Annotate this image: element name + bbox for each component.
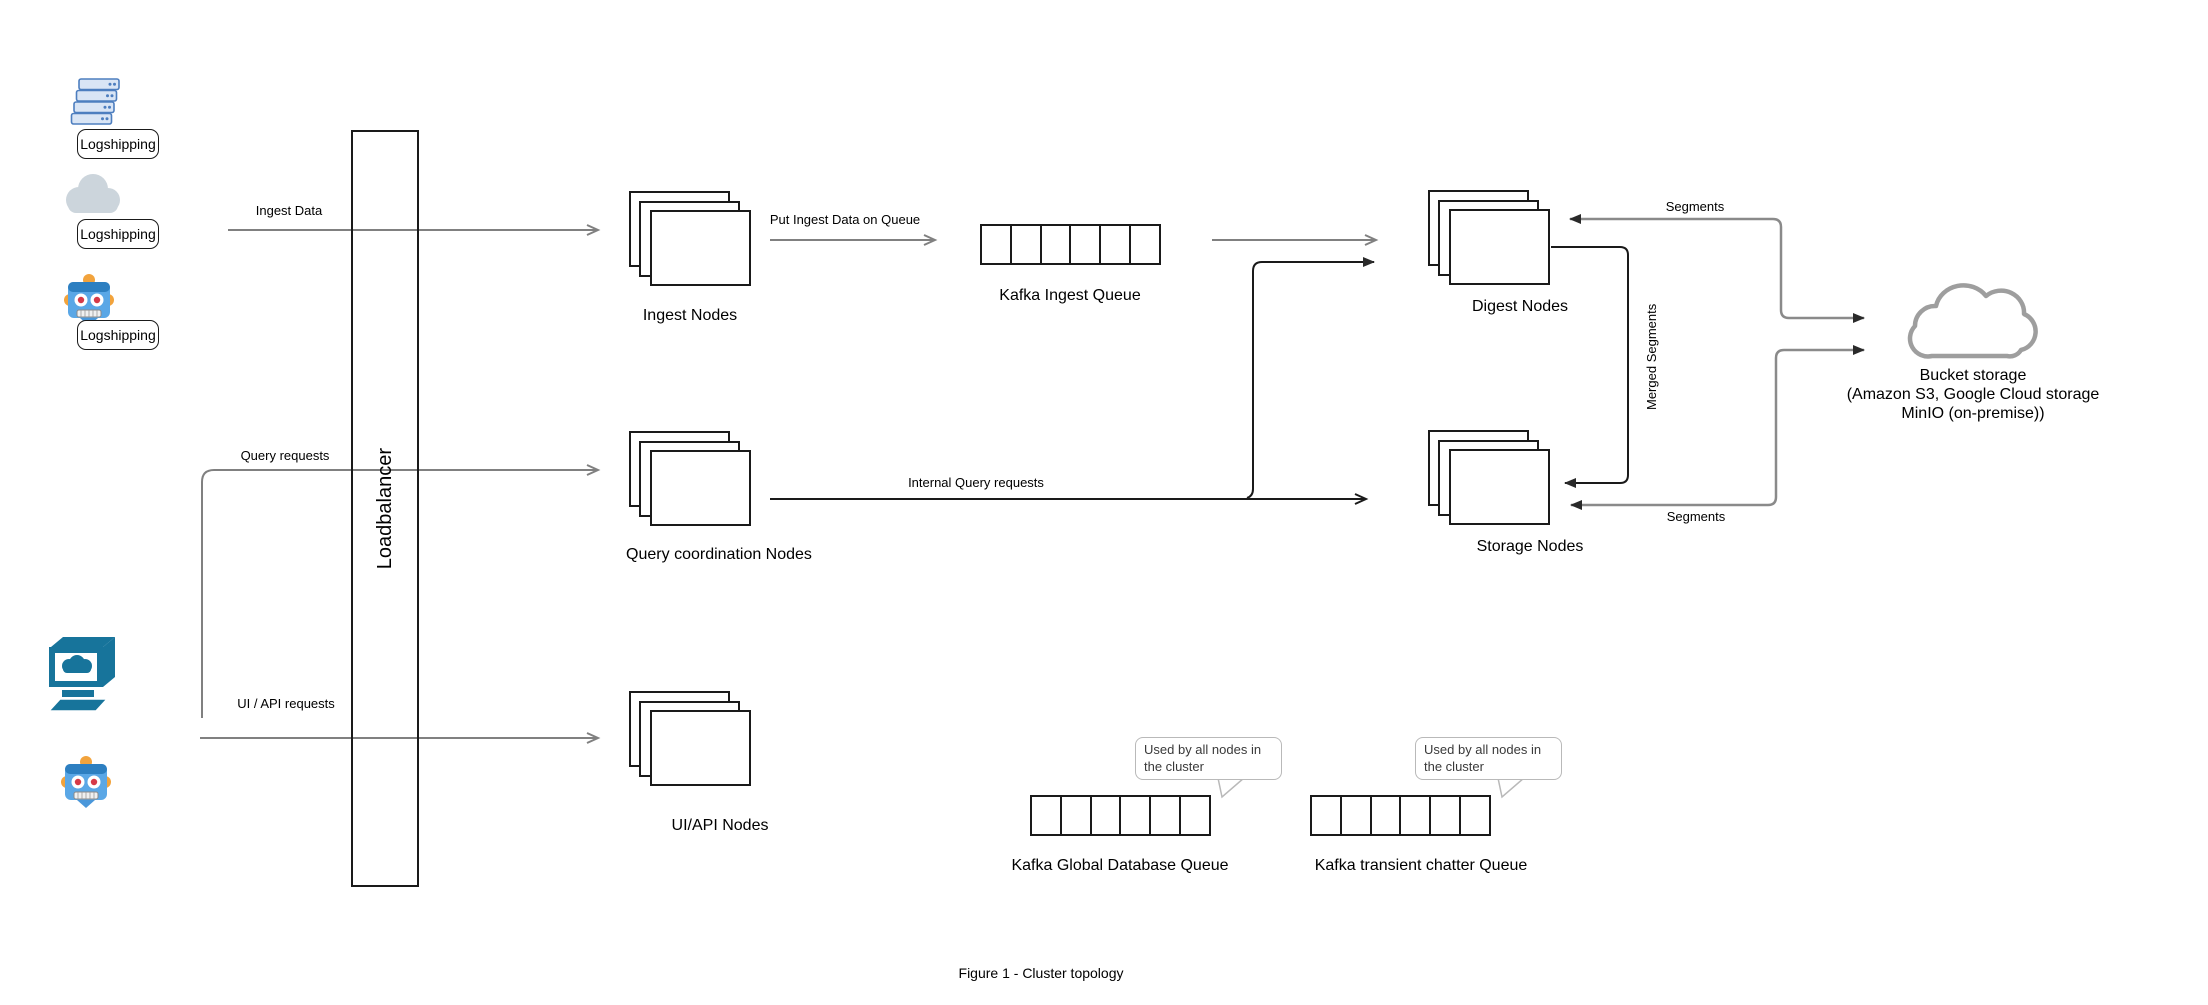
edge-internal-query-branch bbox=[1246, 257, 1375, 499]
ingest-nodes-label: Ingest Nodes bbox=[642, 307, 738, 324]
edge-label-query-requests: Query requests bbox=[240, 448, 330, 463]
kafka-chatter-queue-shape bbox=[1310, 795, 1491, 836]
server-rack-icon bbox=[70, 77, 122, 134]
kafka-ingest-queue-shape bbox=[980, 224, 1161, 265]
edge-segments-digest bbox=[1569, 214, 1865, 323]
robot-source-icon bbox=[64, 271, 114, 332]
ingest-nodes-shape bbox=[629, 191, 751, 286]
storage-nodes-label: Storage Nodes bbox=[1476, 538, 1584, 555]
figure-caption: Figure 1 - Cluster topology bbox=[958, 965, 1124, 981]
kafka-global-db-queue-label: Kafka Global Database Queue bbox=[1011, 857, 1229, 874]
logshipping-label: Logshipping bbox=[80, 327, 156, 343]
edge-segments-storage bbox=[1570, 345, 1865, 510]
loadbalancer-shape: Loadbalancer bbox=[351, 130, 419, 887]
kafka-ingest-queue-label: Kafka Ingest Queue bbox=[999, 287, 1141, 304]
edge-label-ingest-data: Ingest Data bbox=[255, 203, 323, 218]
kafka-global-db-queue-shape bbox=[1030, 795, 1211, 836]
storage-nodes-shape bbox=[1428, 430, 1550, 525]
query-coordination-nodes-label: Query coordination Nodes bbox=[626, 546, 812, 563]
digest-nodes-label: Digest Nodes bbox=[1471, 298, 1569, 315]
logshipping-badge-servers: Logshipping bbox=[77, 129, 159, 159]
edge-merged-segments bbox=[1551, 246, 1629, 488]
edge-label-internal-query: Internal Query requests bbox=[908, 475, 1044, 490]
logshipping-label: Logshipping bbox=[80, 136, 156, 152]
cloud-source-icon bbox=[62, 172, 124, 223]
digest-nodes-shape bbox=[1428, 190, 1550, 285]
edge-label-uiapi-requests: UI / API requests bbox=[237, 696, 335, 711]
uiapi-nodes-shape bbox=[629, 691, 751, 786]
logshipping-badge-cloud: Logshipping bbox=[77, 219, 159, 249]
edge-query-requests bbox=[201, 464, 601, 718]
uiapi-nodes-label: UI/API Nodes bbox=[671, 817, 769, 834]
logshipping-badge-robot: Logshipping bbox=[77, 320, 159, 350]
edge-label-segments-digest: Segments bbox=[1665, 199, 1725, 214]
edge-label-segments-storage: Segments bbox=[1666, 509, 1726, 524]
edge-label-put-ingest: Put Ingest Data on Queue bbox=[769, 212, 921, 227]
bucket-storage-line3: MinIO (on-premise)) bbox=[1901, 405, 2045, 422]
callout-text: Used by all nodes in the cluster bbox=[1144, 742, 1262, 774]
terminal-client-icon bbox=[47, 634, 123, 717]
loadbalancer-label: Loadbalancer bbox=[373, 447, 396, 570]
chatter-queue-callout: Used by all nodes in the cluster bbox=[1415, 737, 1562, 780]
bucket-storage-line2: (Amazon S3, Google Cloud storage bbox=[1846, 386, 2100, 403]
edge-label-merged-segments: Merged Segments bbox=[1644, 303, 1659, 410]
global-db-queue-callout: Used by all nodes in the cluster bbox=[1135, 737, 1282, 780]
logshipping-label: Logshipping bbox=[80, 226, 156, 242]
query-coordination-nodes-shape bbox=[629, 431, 751, 526]
callout-tail bbox=[1497, 777, 1527, 799]
kafka-chatter-queue-label: Kafka transient chatter Queue bbox=[1314, 857, 1528, 874]
callout-tail bbox=[1217, 777, 1247, 799]
bucket-storage-title: Bucket storage bbox=[1919, 367, 2027, 384]
bucket-cloud-icon bbox=[1907, 283, 2038, 359]
callout-text: Used by all nodes in the cluster bbox=[1424, 742, 1542, 774]
robot-client-icon bbox=[61, 753, 111, 814]
